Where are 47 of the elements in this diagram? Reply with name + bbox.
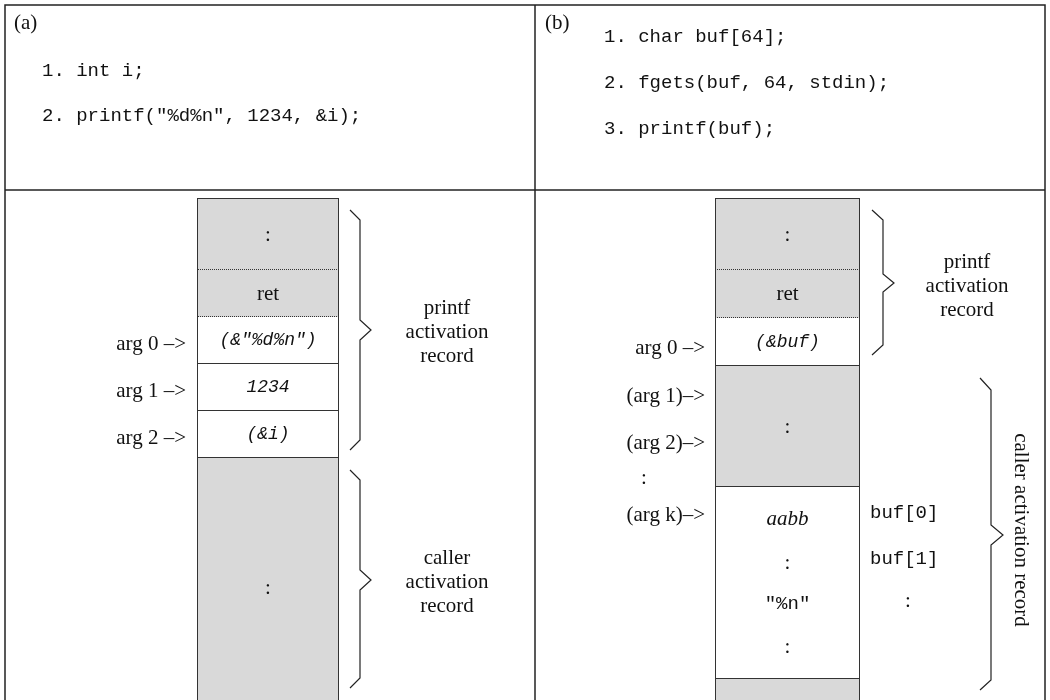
pointer-label: arg 0 –>: [116, 330, 186, 356]
code-line: 2. printf("%d%n", 1234, &i);: [42, 106, 362, 128]
ellipsis: :: [640, 464, 648, 490]
cell-text: (&buf): [755, 331, 820, 352]
stack-cell: [715, 317, 860, 366]
brace-label: caller activation record: [1009, 433, 1035, 627]
cell-text: :: [784, 634, 791, 660]
cell-text: :: [784, 413, 791, 439]
stack-cell: [197, 316, 339, 364]
cell-text: ret: [256, 280, 280, 306]
stack-cell: [197, 410, 339, 458]
code-line: 1. char buf[64];: [604, 27, 787, 49]
pointer-label: arg 1 –>: [116, 377, 186, 403]
panel-label: (a): [14, 9, 38, 35]
brace-label: printf activation record: [924, 248, 1010, 322]
code-line: 1. int i;: [42, 61, 145, 83]
cell-text: ret: [776, 281, 799, 306]
stack-cell: [197, 198, 339, 271]
pointer-label: arg 2 –>: [116, 424, 186, 450]
pointer-label: (arg k)–>: [626, 501, 705, 527]
cell-text: (&"%d%n"): [219, 330, 317, 350]
cell-text: :: [265, 574, 271, 600]
pointer-label: (arg 1)–>: [626, 382, 705, 408]
ellipsis: :: [904, 587, 912, 613]
brace-label: caller activation record: [404, 544, 490, 618]
stack-cell: [715, 365, 860, 487]
code-line: 2. fgets(buf, 64, stdin);: [604, 73, 890, 95]
stack-cell: [715, 198, 860, 271]
cell-text: :: [784, 549, 791, 575]
code-line: 3. printf(buf);: [604, 119, 776, 141]
cell-text: (&i): [246, 424, 290, 444]
cell-text: :: [265, 222, 271, 247]
buffer-label: buf[0]: [870, 503, 939, 525]
cell-text: 1234: [246, 377, 290, 397]
cell-text: "%n": [764, 593, 811, 616]
cell-text: :: [784, 222, 791, 247]
buffer-label: buf[1]: [870, 549, 939, 571]
pointer-label: (arg 2)–>: [626, 429, 705, 455]
stack-cell: [197, 457, 339, 700]
stack-cell: [197, 269, 339, 317]
cell-text: aabb: [766, 505, 809, 531]
stack-cell: [715, 486, 860, 679]
pointer-label: arg 0 –>: [635, 334, 705, 360]
stack-cell: [715, 269, 860, 318]
stack-cell: [197, 363, 339, 411]
brace-label: printf activation record: [404, 294, 490, 368]
panel-label: (b): [545, 9, 570, 35]
